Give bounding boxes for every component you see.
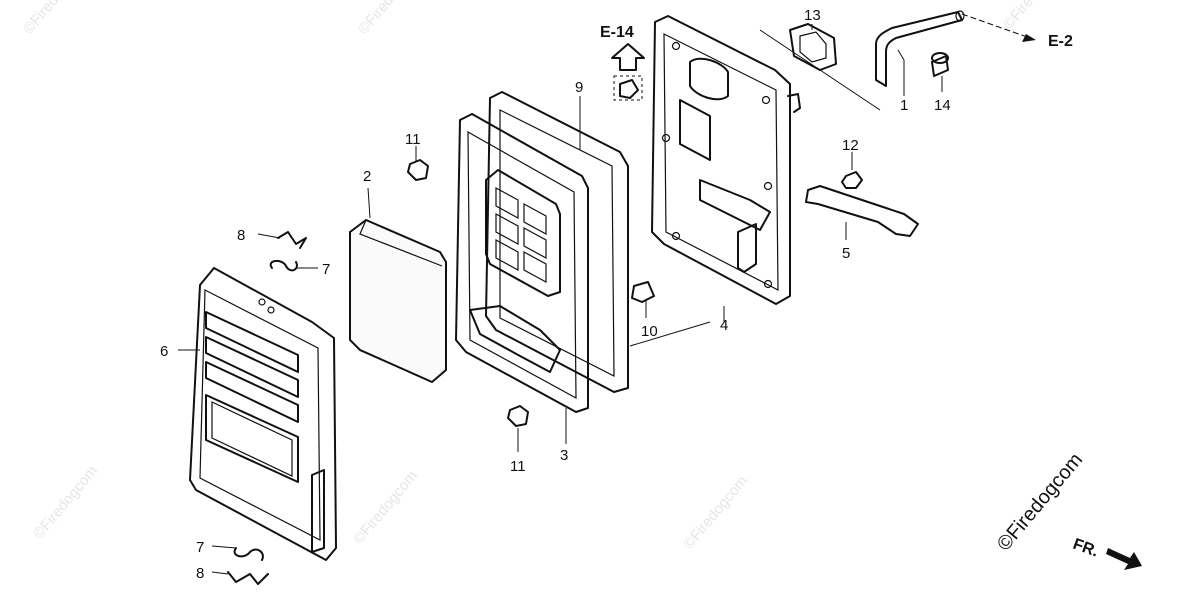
grommet — [931, 52, 949, 77]
part-label-5: 5 — [842, 245, 850, 262]
air-cleaner-base — [651, 15, 801, 305]
front-arrow-icon — [1106, 548, 1142, 570]
part-label-13: 13 — [804, 7, 821, 24]
part-label-10: 10 — [641, 323, 658, 340]
nut-12 — [841, 171, 863, 189]
part-label-4: 4 — [720, 317, 728, 334]
part-label-9: 9 — [575, 79, 583, 96]
bracket — [805, 185, 919, 237]
gasket — [485, 91, 629, 393]
nut-11-bottom — [507, 405, 529, 427]
part-label-12: 12 — [842, 137, 859, 154]
part-label-8: 8 — [196, 565, 204, 582]
front-direction-indicator: FR. — [1071, 536, 1142, 570]
clips-bottom — [227, 547, 269, 585]
part-label-2: 2 — [363, 168, 371, 185]
part-label-11: 11 — [510, 458, 526, 475]
part-label-7: 7 — [196, 539, 204, 556]
watermark: ©Firedogcom — [30, 463, 101, 543]
watermark: ©Firedogcom — [350, 468, 421, 548]
e2-arrow — [961, 13, 1036, 42]
foam-element — [349, 218, 447, 384]
part-label-6: 6 — [160, 343, 168, 360]
front-direction-label: FR. — [1071, 536, 1101, 561]
part-label-14: 14 — [934, 97, 951, 114]
watermark: ©Firedogcom — [1000, 0, 1071, 33]
air-cleaner-cover — [189, 267, 337, 561]
part-label-3: 3 — [560, 447, 568, 464]
watermark: ©Firedogcom — [20, 0, 91, 38]
part-label-1: 1 — [900, 97, 908, 114]
brand-logo-text: ©Firedogcom — [993, 449, 1087, 555]
breather-tube — [875, 10, 965, 87]
nut-11-top — [407, 159, 429, 181]
part-label-11: 11 — [405, 131, 421, 148]
reference-e14: E-14 — [600, 24, 634, 41]
watermark: ©Firedogcom — [355, 0, 426, 38]
watermark: ©Firedogcom — [680, 473, 751, 553]
collar — [631, 281, 655, 303]
breather-gasket — [789, 23, 837, 71]
reference-e2: E-2 — [1048, 33, 1073, 50]
e14-arrow — [611, 43, 645, 71]
e14-nut — [613, 75, 643, 101]
part-label-7: 7 — [322, 261, 330, 278]
leader-lines — [178, 24, 943, 575]
part-labels: 1 2 3 4 5 6 7 7 8 8 9 10 11 11 12 13 14 — [160, 7, 951, 582]
part-label-8: 8 — [237, 227, 245, 244]
